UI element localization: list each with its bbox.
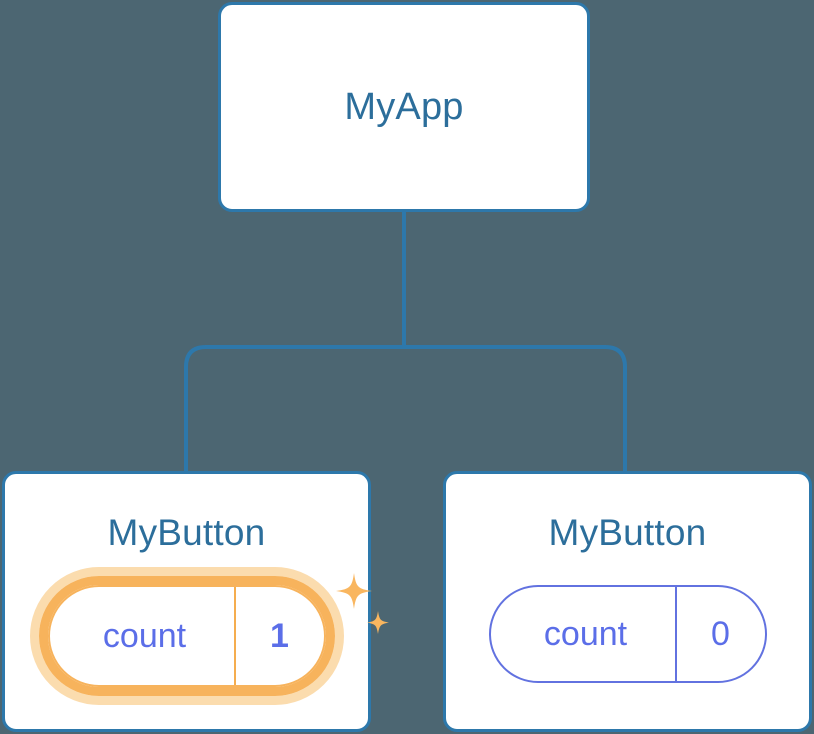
component-node-mybutton-left[interactable]: MyButton count 1 [2,471,389,732]
component-node-myapp[interactable]: MyApp [218,2,590,212]
state-pill[interactable]: count 0 [488,585,767,683]
state-pill-key: count [543,615,628,653]
connector-branch-left [184,345,404,471]
state-pill-highlight-wrapper: count 1 [29,567,389,705]
component-node-mybutton-right[interactable]: MyButton count 0 [443,471,812,732]
component-node-title: MyButton [548,512,707,553]
connector-branch-right [404,345,627,471]
sparkle-large-icon [335,573,372,609]
sparkle-group [335,573,389,634]
component-node-title: MyButton [107,512,266,553]
state-pill-key: count [102,617,187,655]
state-pill-wrapper: count 0 [488,585,767,683]
state-pill-value: 0 [674,587,765,681]
sparkle-small-icon [366,611,389,634]
state-pill[interactable]: count 1 [47,585,326,687]
component-node-title: MyApp [344,86,464,128]
state-pill-value: 1 [233,587,324,685]
